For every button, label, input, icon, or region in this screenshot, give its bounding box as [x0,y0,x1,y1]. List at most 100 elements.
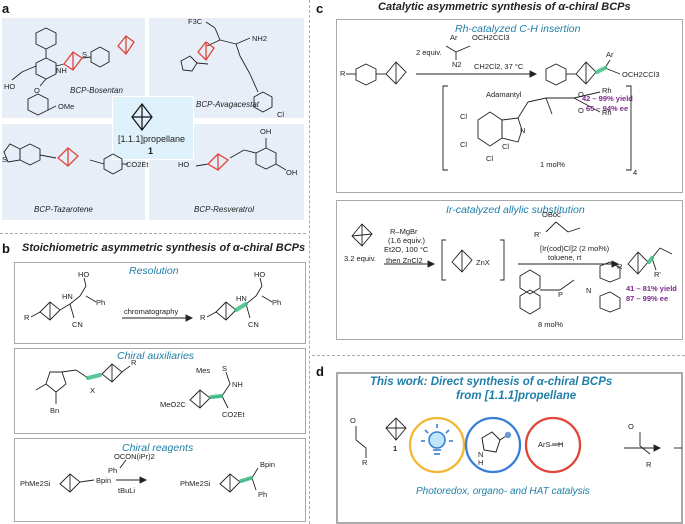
d-r: R [362,458,368,467]
panel-c-title: Catalytic asymmetric synthesis of α-chir… [378,1,631,13]
d-prod-r: R [646,460,652,469]
rh-reagent-equiv: 2 equiv. [416,48,442,57]
reag-ph: Ph [108,466,118,475]
rh-box [336,19,683,193]
panel-a-structures [3,21,287,175]
ir-p: P [558,290,564,299]
panel-b-structures [30,277,273,493]
avagacestat-atom-nh2: NH2 [252,34,268,43]
aux-meo2c: MeO2C [160,400,186,409]
tazarotene-label: BCP-Tazarotene [34,205,93,214]
reagents-title: Chiral reagents [122,442,194,454]
ir-equiv: 3.2 equiv. [344,254,376,263]
rh-rh-1: Rh [602,86,612,95]
reag-ocon: OCON(iPr)2 [114,452,155,461]
pyrrolidine-icon [481,431,507,453]
res-left-ph: Ph [96,298,106,307]
resveratrol-atom-ho: HO [178,160,190,169]
d-n: N [478,450,484,459]
resolution-title: Resolution [129,265,179,277]
bosentan-atom-ho: HO [4,82,16,91]
res-right-ph: Ph [272,298,282,307]
reag-buli: tBuLi [118,486,136,495]
bosentan-label: BCP-Bosentan [70,86,123,95]
divider-c-d [312,355,685,356]
rh-r: R [340,69,346,78]
ir-prod-r: R' [654,270,661,279]
rh-title: Rh-catalyzed C-H insertion [455,23,581,35]
rh-och2ccl3: OCH2CCl3 [472,33,510,42]
hat-circle [524,416,582,474]
ir-ee: 87 – 99% ee [626,294,669,303]
rh-n2: N2 [452,60,462,69]
avagacestat-label: BCP-Avagacestat [196,100,259,109]
res-right-r: R [200,313,206,322]
divider-left-right [309,0,310,524]
tazarotene-atom-co2et: CO2Et [126,160,149,169]
d-ars-h: ArS—H [538,440,564,449]
panel-c-structures [346,45,673,315]
rh-cl-1: Cl [460,112,468,121]
reag-ph-right: Ph [258,490,268,499]
rh-cl-2: Cl [460,140,468,149]
res-right-hn: HN [236,294,247,303]
aux-x: X [90,386,96,395]
rh-subscript-4: 4 [633,168,638,177]
organocatalysis-circle [464,416,522,474]
rh-cl-4: Cl [502,142,510,151]
resveratrol-label: BCP-Resveratrol [194,205,255,214]
rh-ee: 65 – 94% ee [586,104,629,113]
bosentan-atom-nh: NH [56,66,67,75]
res-left-ho: HO [78,270,90,279]
panel-d-letter: d [316,364,324,379]
aux-nh: NH [232,380,243,389]
aux-bn: Bn [50,406,60,415]
panel-b-letter: b [2,241,10,256]
panel-c-letter: c [316,1,324,16]
panel-d-caption: Photoredox, organo- and HAT catalysis [416,486,590,497]
ir-step-c: Et2O, 100 °C [384,245,429,254]
res-right-cn: CN [248,320,259,329]
rh-yield: 42 – 99% yield [582,94,633,103]
reag-phme2si-right: PhMe2Si [180,479,211,488]
ir-box [336,200,683,340]
ir-title: Ir-catalyzed allylic substitution [446,204,585,216]
reag-phme2si-left: PhMe2Si [20,479,51,488]
rh-prod-och2ccl3: OCH2CCl3 [622,70,660,79]
rh-o-1: O [578,90,584,99]
aux-r: R [131,358,137,367]
res-left-r: R [24,313,30,322]
d-prod-o: O [628,422,634,431]
ir-znx: ZnX [476,258,490,267]
panel-d-title-1: This work: Direct synthesis of α-chiral … [370,376,613,388]
rh-n: N [520,126,526,135]
reag-bpin-right: Bpin [260,460,276,469]
rh-ar: Ar [450,33,458,42]
rh-cat-loading: 1 mol% [540,160,566,169]
chromatography-label: chromatography [124,307,179,316]
reag-bpin-left: Bpin [96,476,112,485]
d-h: H [478,458,484,467]
photoredox-circle [408,416,466,474]
bosentan-atom-ome: OMe [58,102,75,111]
propellane-center-box [112,96,194,160]
divider-a-b [0,233,306,234]
bosentan-atom-s: S [82,50,88,59]
resolution-box [14,262,306,344]
panel-d-title-2: from [1.1.1]propellane [456,390,577,402]
ir-ligand-loading: 8 mol% [538,320,564,329]
aux-title: Chiral auxiliaries [117,350,195,362]
res-right-ho: HO [254,270,266,279]
tazarotene-atom-s: S [2,155,8,164]
avagacestat-atom-cl: Cl [277,110,285,119]
bosentan-atom-o: O [34,86,40,95]
ir-rprime: R' [534,230,541,239]
d-one: 1 [393,444,398,453]
rh-rh-2: Rh [602,108,612,117]
avagacestat-atom-f3c: F3C [188,17,203,26]
rh-prod-ar: Ar [606,50,614,59]
ir-step-b: (1.6 equiv.) [388,236,425,245]
aux-s: S [222,364,228,373]
ir-step-d: then ZnCl2 [386,256,423,265]
